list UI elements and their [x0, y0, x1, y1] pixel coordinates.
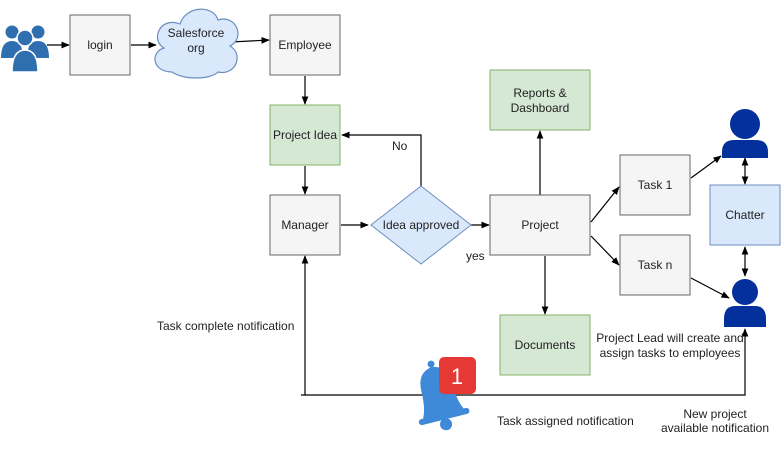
edge-salesforce-employee: [230, 37, 270, 44]
node-project-idea: Project Idea: [269, 104, 341, 166]
node-login-label: login: [87, 38, 112, 52]
node-idea-approved: Idea approved: [370, 185, 472, 265]
label-project-lead-note-1: Project Lead will create and: [596, 331, 743, 345]
label-no: No: [392, 139, 408, 153]
node-reports-label-2: Dashboard: [511, 101, 570, 115]
node-project-idea-label: Project Idea: [273, 128, 337, 142]
node-documents-label: Documents: [515, 338, 576, 352]
edge-ideaapproved-projectidea-no: [341, 131, 422, 186]
node-salesforce-label-1: Salesforce: [168, 26, 225, 40]
node-salesforce-label-2: org: [187, 41, 204, 55]
node-employee: Employee: [269, 14, 341, 76]
node-task-n-label: Task n: [638, 258, 673, 272]
label-project-lead-note-2: assign tasks to employees: [600, 346, 741, 360]
node-project: Project: [489, 194, 591, 256]
node-task-1: Task 1: [619, 154, 691, 216]
node-chatter: Chatter: [709, 184, 781, 246]
employee-user-icon: [724, 279, 766, 327]
node-login: login: [69, 14, 131, 76]
node-manager-label: Manager: [281, 218, 328, 232]
label-new-project-1: New project: [683, 407, 747, 421]
notification-badge: 1: [439, 357, 476, 394]
node-idea-approved-label: Idea approved: [383, 218, 460, 232]
edge-taskn-employee: [690, 277, 730, 299]
label-task-complete-notification: Task complete notification: [157, 319, 294, 333]
node-reports-label-1: Reports &: [513, 86, 566, 100]
notification-badge-count: 1: [451, 364, 463, 389]
node-project-label: Project: [521, 218, 559, 232]
edge-task1-projectlead: [690, 155, 722, 179]
node-documents: Documents: [499, 314, 591, 376]
node-manager: Manager: [269, 194, 341, 256]
users-group-icon: [1, 25, 49, 73]
label-new-project-2: available notification: [661, 421, 769, 435]
edge-project-task1: [590, 186, 620, 223]
project-lead-user-icon: [722, 109, 768, 158]
node-task-n: Task n: [619, 234, 691, 296]
edge-project-taskn: [590, 235, 620, 266]
node-reports-dashboard: Reports & Dashboard: [489, 69, 591, 131]
node-chatter-label: Chatter: [725, 208, 764, 222]
node-task-1-label: Task 1: [638, 178, 673, 192]
label-yes: yes: [466, 249, 485, 263]
label-task-assigned-notification: Task assigned notification: [497, 414, 634, 428]
node-employee-label: Employee: [278, 38, 332, 52]
node-salesforce-org: Salesforce org: [154, 8, 239, 79]
